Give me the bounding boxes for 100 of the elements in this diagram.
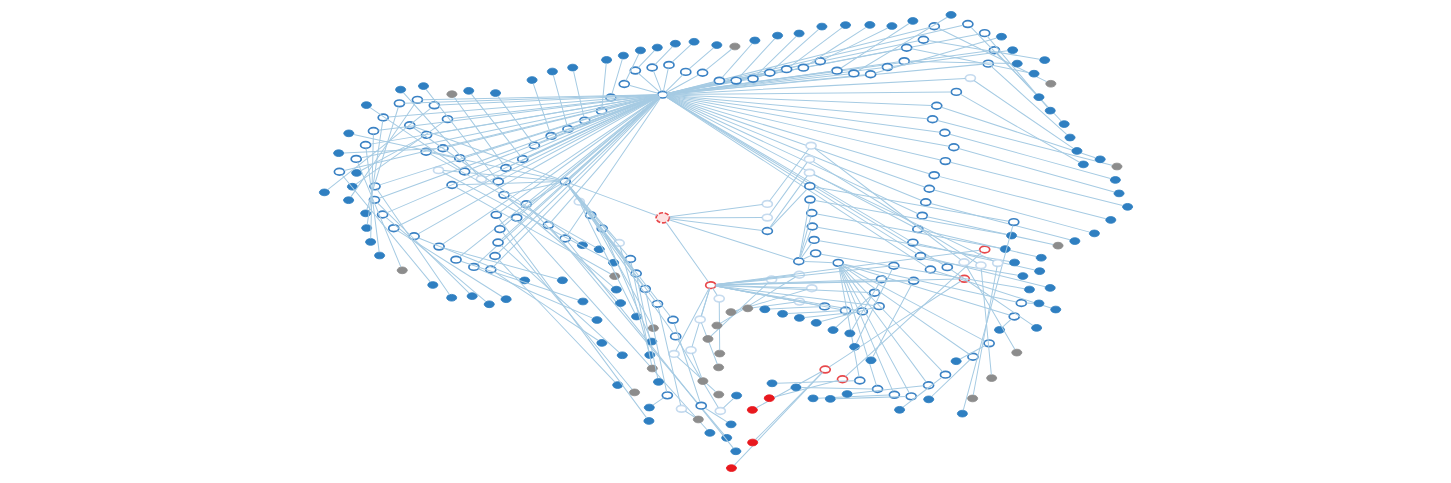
node-circle: [651, 299, 663, 309]
node-circle: [611, 381, 623, 389]
node-circle: [904, 392, 917, 401]
node-circle: [805, 222, 818, 231]
node-circle: [758, 305, 770, 314]
node-circle: [720, 434, 732, 442]
connector: [813, 186, 1009, 222]
node-circle: [843, 329, 855, 338]
connector: [835, 295, 872, 328]
node-circle: [793, 314, 805, 322]
node-circle: [885, 22, 897, 30]
node-circle: [776, 310, 788, 318]
connector: [768, 306, 820, 310]
node-circle: [612, 238, 625, 248]
node-circle: [566, 63, 578, 72]
connector: [549, 227, 725, 436]
node-circle: [638, 284, 651, 294]
node-circle: [466, 292, 478, 300]
connector: [340, 174, 431, 283]
connector: [637, 50, 655, 68]
node-circle: [684, 345, 697, 355]
node-circle: [1028, 69, 1039, 78]
connector: [662, 67, 669, 92]
node-circle: [712, 294, 725, 303]
node-circle: [981, 59, 994, 68]
node-circle: [1006, 46, 1018, 54]
connector: [926, 216, 1054, 246]
node-circle: [376, 113, 389, 122]
connector: [996, 52, 1062, 122]
node-circle: [497, 190, 510, 200]
node-circle: [1058, 120, 1070, 128]
node-circle: [938, 128, 951, 137]
node-circle: [1008, 258, 1020, 267]
node-circle: [528, 141, 540, 150]
node-circle: [342, 129, 354, 138]
connector: [665, 74, 699, 93]
connector: [637, 72, 660, 93]
node-circle: [1035, 253, 1047, 262]
node-circle: [1104, 216, 1116, 224]
node-circle: [897, 56, 910, 66]
connector: [666, 73, 765, 95]
node-circle: [600, 56, 612, 64]
node-circle: [713, 349, 725, 358]
node-circle: [558, 177, 571, 186]
node-circle: [645, 337, 657, 346]
connector: [674, 287, 709, 351]
node-circle: [694, 401, 707, 410]
node-circle: [863, 21, 875, 29]
node-circle: [449, 255, 462, 264]
node-circle: [576, 297, 588, 306]
node-circle: [656, 90, 669, 99]
connector: [600, 62, 607, 108]
node-circle: [993, 326, 1005, 334]
node-circle: [660, 391, 673, 400]
connector: [673, 323, 701, 403]
connector: [664, 74, 683, 93]
connector: [755, 35, 797, 77]
node-circle: [647, 324, 659, 332]
connector: [676, 339, 719, 408]
node-circle: [839, 306, 851, 315]
node-circle: [1077, 160, 1089, 169]
node-circle: [729, 76, 742, 85]
node-circle: [432, 242, 445, 251]
node-circle: [988, 46, 1000, 55]
node-circle: [675, 404, 687, 413]
node-circle: [728, 42, 740, 51]
connector: [624, 53, 639, 82]
connector: [369, 107, 461, 170]
node-circle: [919, 198, 932, 207]
connector: [668, 204, 763, 218]
node-circle: [445, 90, 457, 98]
node-circle: [939, 156, 951, 166]
connector: [666, 40, 919, 95]
connector: [934, 270, 1051, 309]
node-circle: [824, 395, 836, 403]
node-circle: [818, 365, 831, 374]
node-circle: [489, 210, 502, 220]
node-circle: [966, 352, 979, 361]
connector: [949, 269, 1033, 326]
node-circle: [1049, 305, 1061, 314]
node-circle: [510, 213, 523, 222]
node-circle: [445, 180, 458, 190]
connector: [802, 254, 812, 260]
connector: [668, 219, 795, 261]
node-circle: [1044, 284, 1056, 292]
node-circle: [394, 85, 406, 94]
node-circle: [318, 188, 330, 197]
node-circle: [725, 464, 737, 472]
connector: [718, 301, 720, 351]
node-circle: [868, 288, 880, 297]
node-circle: [646, 364, 658, 373]
node-circle: [617, 51, 629, 60]
connector: [710, 281, 769, 337]
node-circle: [974, 261, 987, 270]
node-circle: [818, 302, 830, 311]
node-circle: [1052, 241, 1063, 250]
node-circle: [493, 224, 506, 234]
node-circle: [807, 235, 820, 245]
node-circle: [591, 316, 602, 324]
connector: [666, 68, 799, 95]
